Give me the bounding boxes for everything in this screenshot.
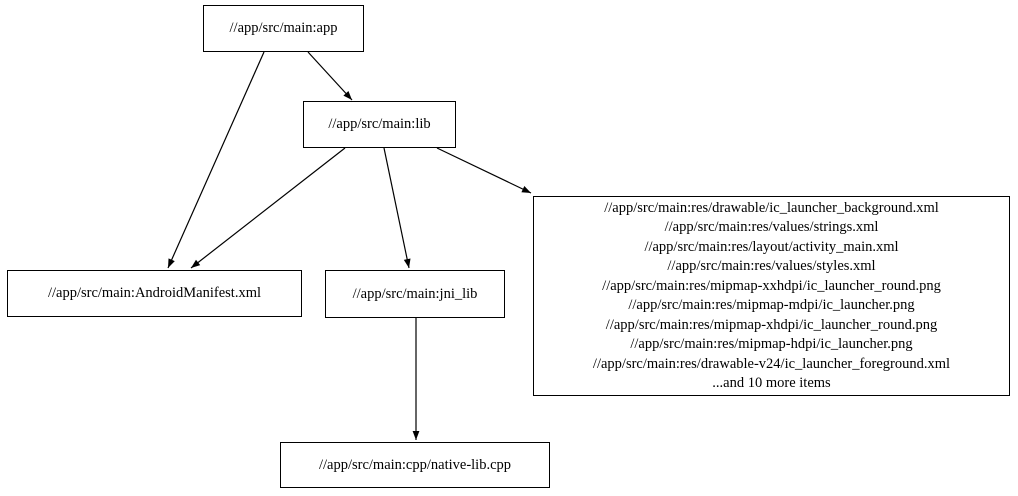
graph-node-jni-lib: //app/src/main:jni_lib <box>325 270 505 318</box>
graph-node-lib: //app/src/main:lib <box>303 101 456 148</box>
res-file-item: //app/src/main:res/values/strings.xml <box>664 219 879 235</box>
res-more-items-note: ...and 10 more items <box>712 375 831 391</box>
graph-node-jni-lib-label: //app/src/main:jni_lib <box>352 285 478 302</box>
res-file-item: //app/src/main:res/mipmap-mdpi/ic_launch… <box>628 297 915 313</box>
res-file-item: //app/src/main:res/mipmap-xhdpi/ic_launc… <box>605 316 938 333</box>
graph-node-lib-label: //app/src/main:lib <box>328 116 431 132</box>
graph-node-android-manifest-label: //app/src/main:AndroidManifest.xml <box>47 285 262 301</box>
graph-node-app: //app/src/main:app <box>203 5 364 52</box>
res-file-item: //app/src/main:res/mipmap-hdpi/ic_launch… <box>630 336 913 352</box>
edge-lib-to-manifest <box>190 147 346 269</box>
edge-lib-to-jni-lib <box>383 147 411 269</box>
graph-node-app-label: //app/src/main:app <box>229 20 338 36</box>
edge-lib-to-res <box>436 147 532 194</box>
edge-app-to-manifest <box>167 51 265 269</box>
res-file-item: //app/src/main:res/drawable-v24/ic_launc… <box>592 355 951 372</box>
graph-node-android-manifest: //app/src/main:AndroidManifest.xml <box>7 270 302 317</box>
graph-node-native-lib-cpp: //app/src/main:cpp/native-lib.cpp <box>280 442 550 488</box>
edge-app-to-lib <box>307 51 353 101</box>
graph-node-native-lib-cpp-label: //app/src/main:cpp/native-lib.cpp <box>318 456 512 473</box>
graph-node-res-files: //app/src/main:res/drawable/ic_launcher_… <box>533 196 1010 396</box>
res-file-item: //app/src/main:res/layout/activity_main.… <box>644 238 899 255</box>
res-file-item: //app/src/main:res/mipmap-xxhdpi/ic_laun… <box>602 277 941 294</box>
res-file-item: //app/src/main:res/drawable/ic_launcher_… <box>604 199 939 216</box>
res-file-item: //app/src/main:res/values/styles.xml <box>667 258 876 274</box>
